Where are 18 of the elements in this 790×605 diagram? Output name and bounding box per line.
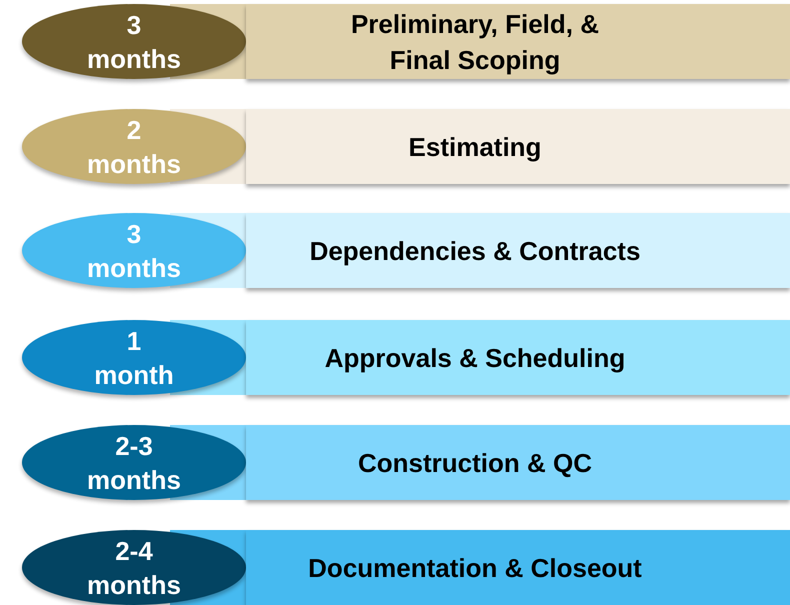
duration-label: 1 month [93,324,175,392]
phase-label: Dependencies & Contracts [308,234,642,268]
phase-bar [246,4,790,79]
phase-label: Approvals & Scheduling [324,342,626,374]
phase-bar [246,425,790,500]
phase-bar [246,320,790,395]
phase-label: Preliminary, Field, & Final Scoping [350,8,600,76]
phase-bar [246,530,790,605]
duration-label: 2-4 months [86,534,182,602]
phase-label: Estimating [408,130,542,164]
phase-bar [246,213,790,288]
phase-bar [246,109,790,184]
duration-label: 2-3 months [86,430,182,496]
duration-label: 3 months [86,218,182,284]
phase-label: Construction & QC [357,446,593,480]
phase-label: Documentation & Closeout [307,552,643,584]
duration-label: 2 months [86,114,182,180]
duration-label: 3 months [86,8,182,76]
